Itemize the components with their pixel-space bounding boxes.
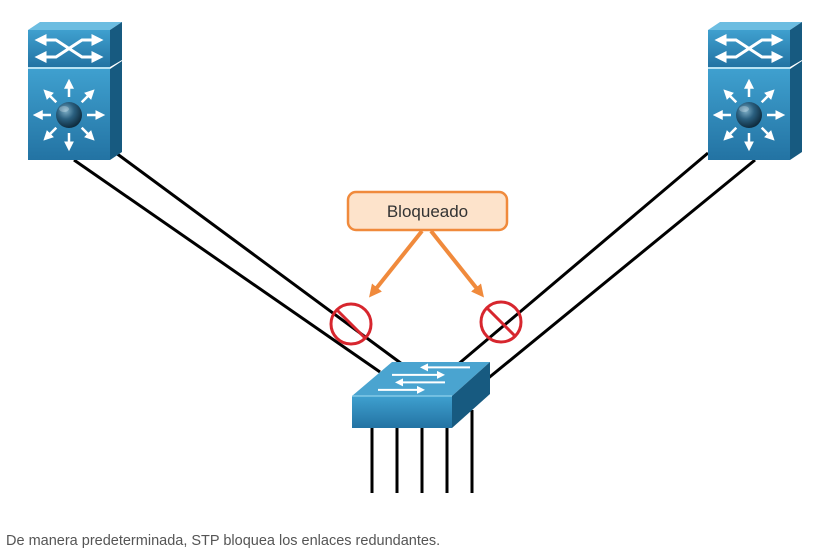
- arrow-icon: [34, 34, 104, 63]
- switch-port-wires: [370, 410, 474, 493]
- device-top-face: [708, 22, 802, 30]
- callout-label: Bloqueado: [387, 202, 468, 221]
- switch-arrows-icon: [378, 363, 470, 394]
- link-line: [455, 151, 709, 368]
- blocked-icon: [479, 300, 523, 344]
- multilayer-switch-icon: [28, 22, 122, 160]
- blocked-slash: [485, 306, 517, 338]
- sphere-icon: [56, 102, 82, 128]
- multilayer-switch-icon: [708, 22, 802, 160]
- crossed-arrows-icon: [34, 34, 104, 63]
- device-upper-side: [790, 22, 802, 67]
- sphere-highlight: [59, 106, 69, 112]
- caption: De manera predeterminada, STP bloquea lo…: [6, 533, 440, 549]
- arrow-icon: [714, 34, 784, 63]
- arrow-icon: [723, 126, 738, 141]
- callout-box: [346, 190, 509, 232]
- arrow-icon: [723, 89, 738, 104]
- arrow-icon: [80, 126, 95, 141]
- device-top-face: [28, 22, 122, 30]
- blocked-ring: [479, 300, 523, 344]
- device-upper-side: [110, 22, 122, 67]
- device-lower-side: [110, 61, 122, 160]
- link-line: [485, 158, 756, 382]
- callout-arrow-left: [369, 229, 424, 298]
- arrow-icon: [43, 126, 58, 141]
- switch-top-face: [352, 362, 490, 396]
- blocked-ring: [329, 302, 373, 346]
- crossed-arrows-icon: [714, 34, 784, 63]
- arrow-icon: [43, 89, 58, 104]
- switch-icon: [352, 362, 490, 493]
- callout: Bloqueado: [346, 190, 509, 298]
- sphere-highlight: [739, 106, 749, 112]
- arrow-icon: [760, 89, 775, 104]
- radiating-arrows-icon: [712, 78, 786, 152]
- switch-front-face: [352, 396, 452, 428]
- arrow-icon: [80, 89, 95, 104]
- arrow-icon: [760, 126, 775, 141]
- switch-side-face: [452, 362, 490, 428]
- device-lower-side: [790, 61, 802, 160]
- sphere-icon: [736, 102, 762, 128]
- blocked-slash: [335, 308, 367, 340]
- links: [73, 151, 756, 382]
- link-line: [73, 158, 381, 374]
- radiating-arrows-icon: [32, 78, 106, 152]
- blocked-icon: [329, 302, 373, 346]
- callout-arrow-right: [429, 229, 484, 298]
